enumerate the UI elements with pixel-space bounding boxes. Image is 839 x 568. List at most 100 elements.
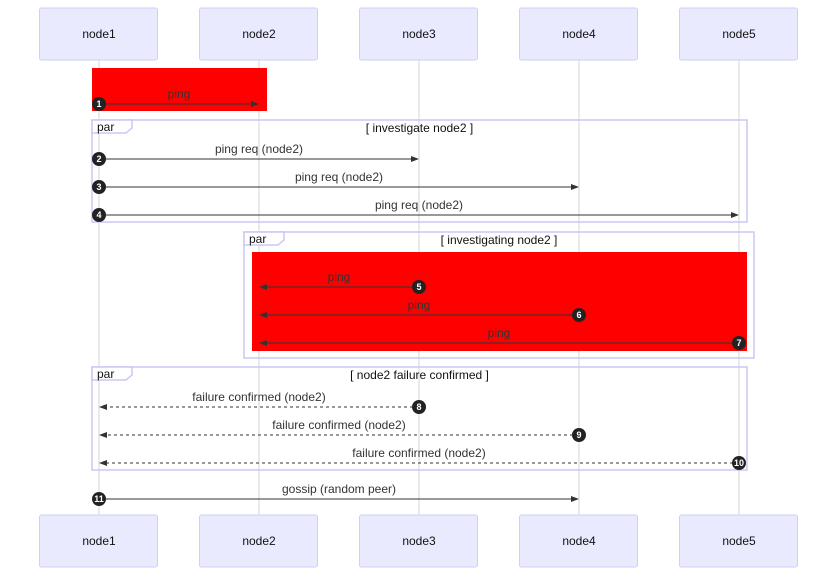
actor-box (679, 7, 798, 61)
actor-label: node2 (242, 534, 276, 548)
frame-keyword: par (97, 120, 114, 134)
actor-box (519, 514, 638, 568)
arrowhead-icon (251, 101, 259, 107)
actor-box (199, 7, 318, 61)
frame-border (243, 231, 755, 359)
arrowhead-icon (731, 212, 739, 218)
sequence-number-badge (412, 400, 426, 414)
sequence-number: 10 (734, 458, 744, 468)
actor-label: node1 (82, 534, 116, 548)
sequence-number: 6 (576, 310, 581, 320)
frame-tab (91, 119, 133, 134)
message-label: ping (408, 298, 431, 312)
arrowhead-icon (259, 284, 267, 290)
actor-node4-top: node4 (519, 7, 638, 61)
sequence-number: 11 (94, 494, 104, 504)
sequence-number: 3 (96, 182, 101, 192)
par-frame: par [ investigate node2 ] (91, 119, 748, 223)
actor-label: node1 (82, 27, 116, 41)
message-label: ping (328, 270, 351, 284)
sequence-number-badge (92, 152, 106, 166)
actor-box (39, 514, 158, 568)
highlight-regions (92, 68, 747, 351)
message: ping req (node2) 3 (92, 170, 579, 194)
sequence-number: 2 (96, 154, 101, 164)
arrowhead-icon (259, 340, 267, 346)
frame-tab (243, 231, 285, 246)
message: failure confirmed (node2)10 (99, 446, 746, 470)
actor-node2-bottom: node2 (199, 514, 318, 568)
actor-label: node2 (242, 27, 276, 41)
message: ping 7 (259, 326, 746, 350)
sequence-number-badge (412, 280, 426, 294)
frame-title: [ investigating node2 ] (441, 233, 558, 247)
message: ping req (node2)4 (92, 198, 739, 222)
frame-title: [ investigate node2 ] (366, 121, 473, 135)
actor-label: node3 (402, 27, 436, 41)
actor-node2-top: node2 (199, 7, 318, 61)
actor-label: node4 (562, 27, 596, 41)
message: failure confirmed (node2)8 (99, 390, 426, 414)
message-label: failure confirmed (node2) (272, 418, 405, 432)
actor-label: node5 (722, 27, 756, 41)
sequence-number: 1 (96, 99, 101, 109)
sequence-number-badge (92, 97, 106, 111)
actor-node4-bottom: node4 (519, 514, 638, 568)
actor-label: node3 (402, 534, 436, 548)
frame-tab (91, 366, 133, 381)
sequence-number-badge (732, 456, 746, 470)
message: ping 6 (259, 298, 586, 322)
message: ping 5 (259, 270, 426, 294)
par-frames: par [ investigate node2 ] par [ investigati… (91, 119, 755, 471)
actor-box (359, 514, 478, 568)
message-label: ping req (node2) (295, 170, 383, 184)
sequence-number: 4 (96, 210, 101, 220)
message: failure confirmed (node2) 9 (99, 418, 586, 442)
message-label: ping req (node2) (215, 142, 303, 156)
frame-border (91, 119, 748, 223)
arrowhead-icon (571, 184, 579, 190)
sequence-number-badge (572, 428, 586, 442)
arrowhead-icon (99, 460, 107, 466)
arrowhead-icon (99, 404, 107, 410)
actor-box (199, 514, 318, 568)
frame-border (91, 366, 748, 471)
sequence-number-badge (572, 308, 586, 322)
actor-node3-top: node3 (359, 7, 478, 61)
actor-node1-top: node1 (39, 7, 158, 61)
message: gossip (random peer) 11 (92, 482, 579, 506)
highlight-region (252, 252, 747, 351)
actor-node1-bottom: node1 (39, 514, 158, 568)
actor-box (359, 7, 478, 61)
actor-box (679, 514, 798, 568)
sequence-number-badge (92, 492, 106, 506)
arrowhead-icon (571, 496, 579, 502)
frame-keyword: par (97, 367, 114, 381)
sequence-number-badge (92, 180, 106, 194)
par-frame: par [ investigating node2 ] (243, 231, 755, 359)
arrowhead-icon (411, 156, 419, 162)
actor-node5-bottom: node5 (679, 514, 798, 568)
sequence-number: 9 (576, 430, 581, 440)
actor-box (39, 7, 158, 61)
message-label: ping (488, 326, 511, 340)
actor-label: node5 (722, 534, 756, 548)
actor-node5-top: node5 (679, 7, 798, 61)
message: ping req (node2) 2 (92, 142, 419, 166)
actor-node3-bottom: node3 (359, 514, 478, 568)
arrowhead-icon (99, 432, 107, 438)
frame-keyword: par (249, 232, 266, 246)
actor-box (519, 7, 638, 61)
message-label: failure confirmed (node2) (192, 390, 325, 404)
sequence-number-badge (92, 208, 106, 222)
sequence-number: 7 (736, 338, 741, 348)
message-label: gossip (random peer) (282, 482, 396, 496)
sequence-number-badge (732, 336, 746, 350)
sequence-number: 5 (416, 282, 421, 292)
arrowhead-icon (259, 312, 267, 318)
actor-label: node4 (562, 534, 596, 548)
frame-title: [ node2 failure confirmed ] (350, 368, 489, 382)
